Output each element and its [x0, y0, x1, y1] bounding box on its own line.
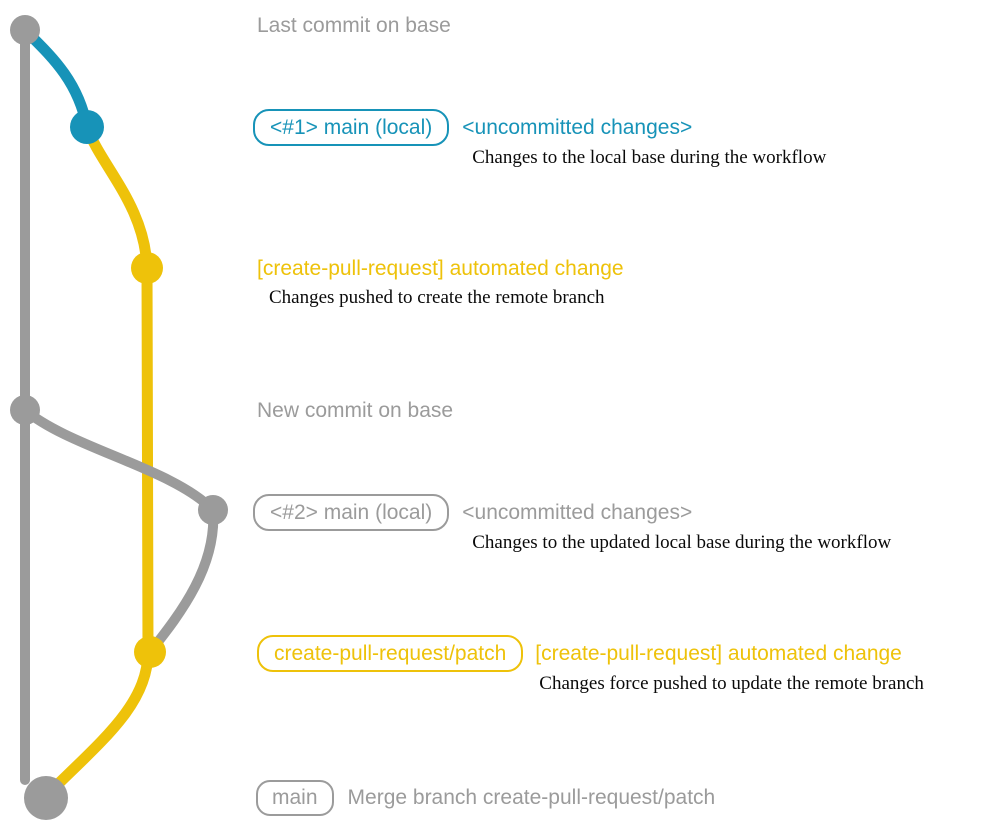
base-update-line — [20, 405, 218, 515]
uncommitted-changes-title-2: <uncommitted changes> — [462, 501, 693, 524]
commit-dot-automated-change-1 — [131, 252, 163, 284]
uncommitted-changes-description-1: Changes to the local base during the wor… — [472, 147, 827, 168]
branch-badge-main-local-2-label: <#2> main (local) — [270, 500, 433, 524]
branch-badge-main: main — [256, 780, 334, 816]
patch-branch-line — [81, 121, 154, 658]
commit-dot-automated-change-2 — [134, 636, 166, 668]
automated-change-description-1: Changes pushed to create the remote bran… — [269, 287, 605, 308]
automated-change-description-2: Changes force pushed to update the remot… — [539, 673, 924, 694]
new-commit-label: New commit on base — [257, 399, 454, 422]
automated-change-title-1: [create-pull-request] automated change — [257, 257, 624, 280]
commit-dot-last-base — [10, 15, 40, 45]
branch-badge-main-local-2: <#2> main (local) — [253, 494, 450, 531]
rebase-line — [145, 505, 219, 657]
merge-line — [42, 646, 154, 800]
git-graph — [10, 15, 228, 820]
branch-badge-main-local-1-label: <#1> main (local) — [270, 115, 433, 139]
uncommitted-changes-title-1: <uncommitted changes> — [462, 116, 693, 139]
commit-dot-merge — [24, 776, 68, 820]
commit-dot-main-local-2 — [198, 495, 228, 525]
branch-badge-patch-label: create-pull-request/patch — [274, 641, 507, 665]
local-main-branch-line — [19, 24, 93, 133]
branch-badge-patch: create-pull-request/patch — [257, 635, 524, 672]
automated-change-title-2: [create-pull-request] automated change — [535, 642, 902, 665]
commit-dot-new-base — [10, 395, 40, 425]
last-commit-label: Last commit on base — [257, 14, 451, 37]
branch-badge-main-label: main — [272, 786, 318, 809]
branch-badge-main-local-1: <#1> main (local) — [253, 109, 450, 146]
uncommitted-changes-description-2: Changes to the updated local base during… — [472, 532, 892, 553]
merge-commit-label: Merge branch create-pull-request/patch — [347, 786, 716, 809]
commit-dot-main-local-1 — [70, 110, 104, 144]
